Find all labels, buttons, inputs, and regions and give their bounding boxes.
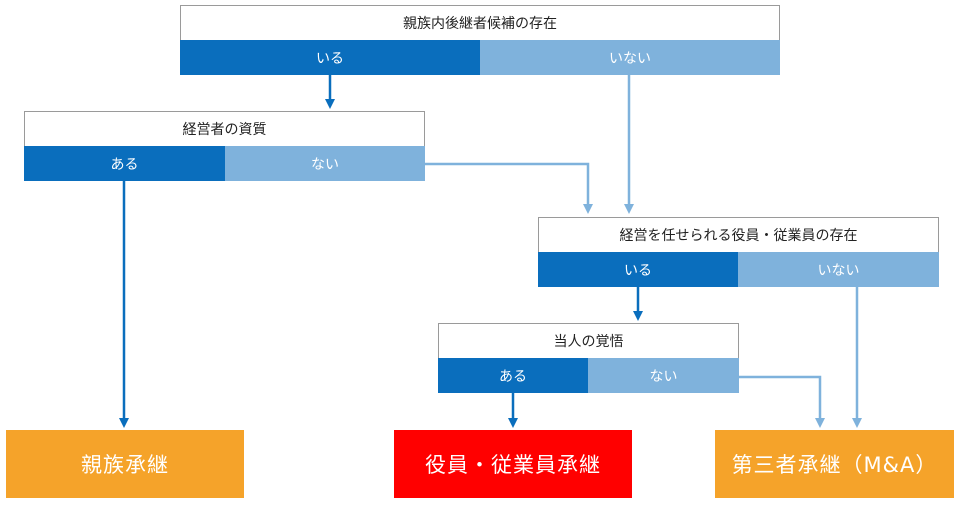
connector-q4-no-to-third-party — [738, 375, 825, 428]
q3-option-no: いない — [738, 252, 939, 287]
q4-option-no: ない — [588, 358, 739, 393]
q4-title: 当人の覚悟 — [438, 323, 739, 358]
q1-option-yes: いる — [180, 40, 480, 75]
result-third-party-succession: 第三者承継（M&A） — [715, 430, 954, 498]
q3-title: 経営を任せられる役員・従業員の存在 — [538, 217, 939, 252]
q2-option-yes: ある — [24, 146, 225, 181]
q2-title: 経営者の資質 — [24, 111, 425, 146]
connector-q2-no-to-q3 — [425, 162, 593, 214]
result-employee-succession: 役員・従業員承継 — [394, 430, 632, 498]
q1-title: 親族内後継者候補の存在 — [180, 5, 780, 40]
q4-option-yes: ある — [438, 358, 588, 393]
result-family-succession: 親族承継 — [6, 430, 244, 498]
q3-option-yes: いる — [538, 252, 738, 287]
q2-option-no: ない — [225, 146, 425, 181]
q1-option-no: いない — [480, 40, 780, 75]
